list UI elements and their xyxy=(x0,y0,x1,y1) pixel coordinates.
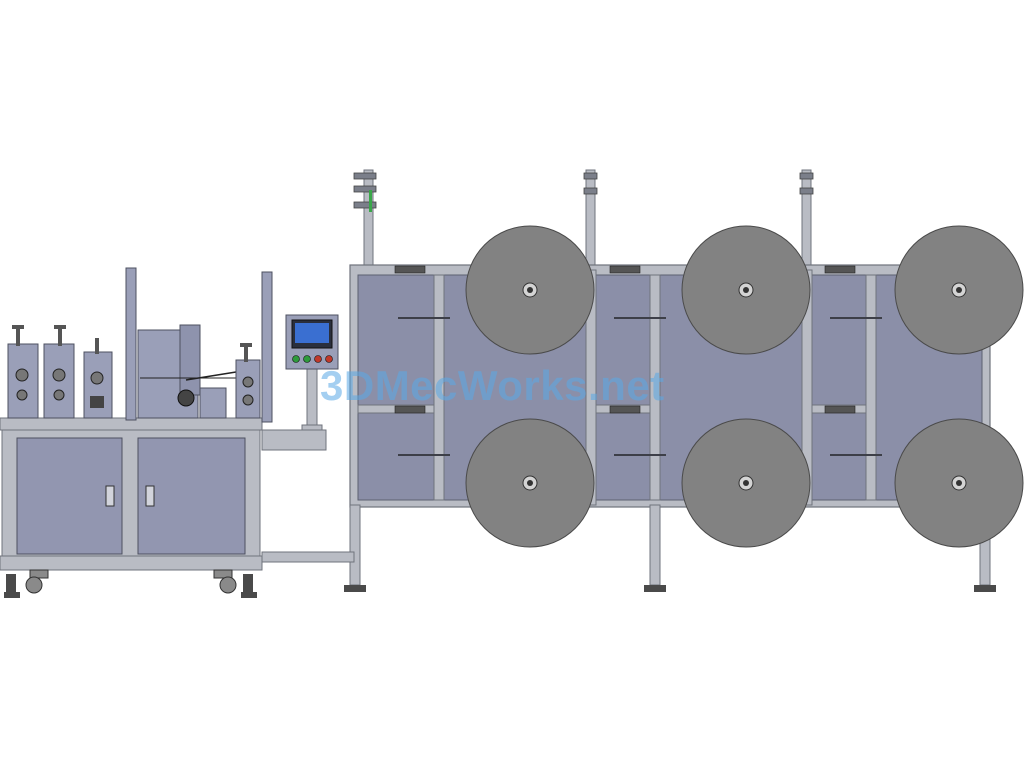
roller-station-4 xyxy=(235,343,261,419)
fabric-roll-bottom-1 xyxy=(465,418,595,548)
mast-middle-1 xyxy=(585,169,596,271)
roller-station-3 xyxy=(83,338,113,419)
mast-left xyxy=(363,169,374,271)
roller-station-1 xyxy=(7,325,39,419)
caster-wheels xyxy=(25,569,237,594)
unwind-frame xyxy=(261,169,996,592)
tower-post-right xyxy=(261,271,273,423)
control-button-red-2 xyxy=(325,355,333,363)
fabric-roll-bottom-3 xyxy=(894,418,1024,548)
control-panel xyxy=(285,314,339,438)
fabric-roll-top-1 xyxy=(465,225,595,355)
panel-3 xyxy=(595,274,651,501)
control-panel-stand xyxy=(306,367,318,429)
fabric-roll-top-3 xyxy=(894,225,1024,355)
fabric-roll-bottom-2 xyxy=(681,418,811,548)
control-button-green-2 xyxy=(303,355,311,363)
forming-modules xyxy=(7,267,273,423)
panel-1 xyxy=(357,274,435,501)
control-button-red-1 xyxy=(314,355,322,363)
control-button-green-1 xyxy=(292,355,300,363)
machine-base xyxy=(0,417,327,598)
panel-5 xyxy=(811,274,867,501)
cabinet-door-left xyxy=(16,437,123,555)
door-handle-left xyxy=(105,485,115,507)
fabric-rolls xyxy=(465,225,1024,548)
fabric-roll-top-2 xyxy=(681,225,811,355)
mast-middle-2 xyxy=(801,169,812,271)
cabinet-door-right xyxy=(137,437,246,555)
tower-post-left xyxy=(125,267,137,421)
pulley xyxy=(177,389,195,407)
door-handle-right xyxy=(145,485,155,507)
roller-station-2 xyxy=(43,325,75,419)
